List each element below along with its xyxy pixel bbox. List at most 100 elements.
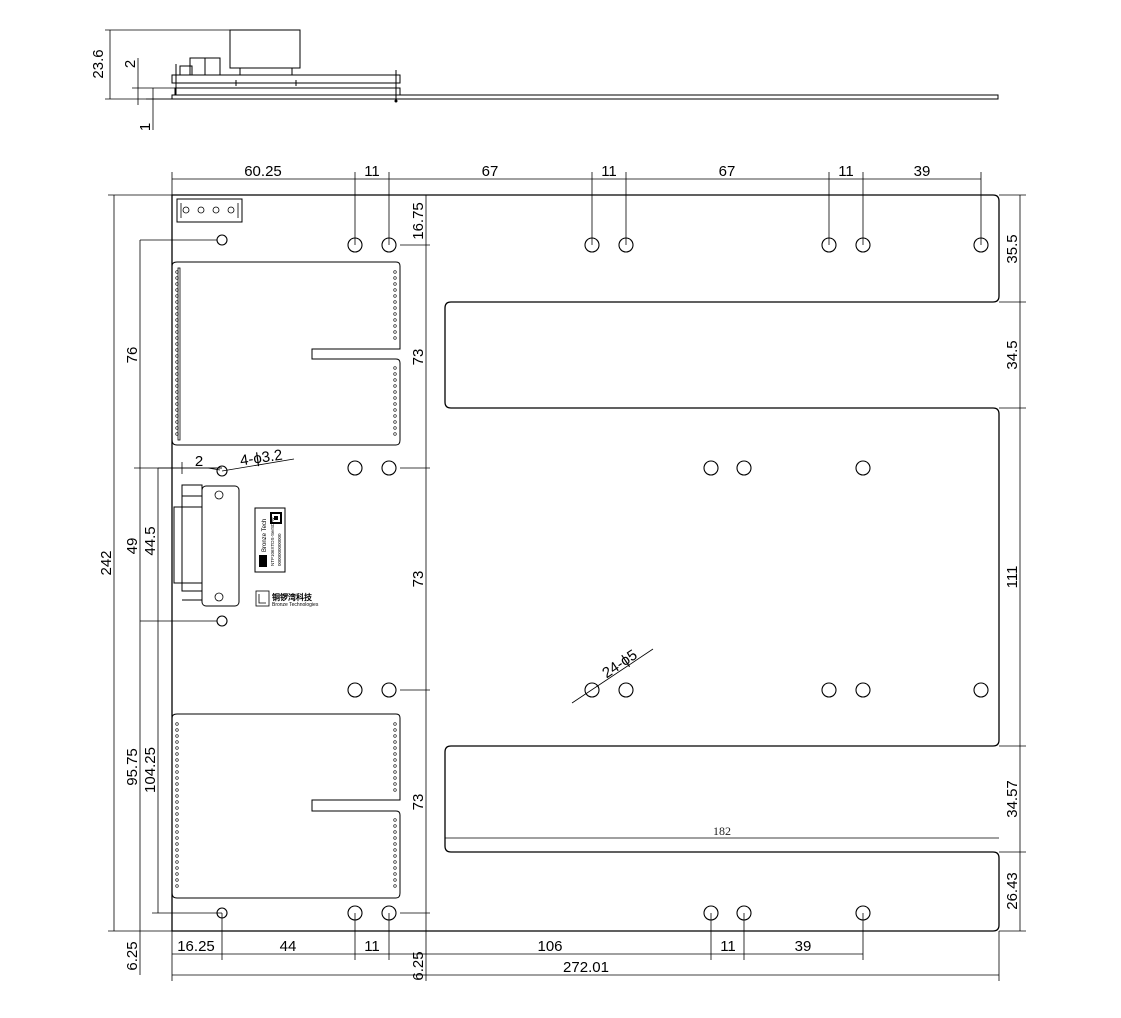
- module-pin: [393, 390, 397, 394]
- mounting-hole-small: [216, 234, 228, 246]
- side-view-lower-plate: [174, 87, 401, 96]
- module-pin: [175, 270, 179, 274]
- mounting-holes: [216, 234, 989, 921]
- module-pin: [175, 306, 179, 310]
- module-pin: [175, 812, 179, 816]
- note-small-holes: 4-ϕ3.2: [239, 447, 284, 470]
- module-pin: [175, 408, 179, 412]
- module-pin: [175, 854, 179, 858]
- module-pin: [175, 884, 179, 888]
- dim-top-6: 11: [838, 163, 854, 180]
- dim-gap: 2: [195, 453, 203, 470]
- dimensions: 60.25 11 67 11 67 11 39 16.75 73 73 73 3…: [98, 163, 1026, 981]
- module-pin: [393, 860, 397, 864]
- module-pin: [393, 306, 397, 310]
- mounting-hole-large: [736, 460, 752, 476]
- module-pin: [175, 770, 179, 774]
- module-pin: [175, 758, 179, 762]
- module-pin: [393, 758, 397, 762]
- dim-top-4: 11: [601, 163, 617, 180]
- module-pin: [175, 324, 179, 328]
- module-pin: [393, 884, 397, 888]
- module-pin: [393, 842, 397, 846]
- mounting-hole-large: [618, 682, 634, 698]
- module-pin: [393, 270, 397, 274]
- mounting-hole-large: [973, 682, 989, 698]
- module-pin: [175, 740, 179, 744]
- module-pin: [393, 432, 397, 436]
- dim-left-lower-inner: 104.25: [142, 747, 159, 793]
- dim-bottom-total: 272.01: [563, 959, 609, 976]
- dim-center-3: 73: [410, 794, 427, 811]
- module-pin: [393, 330, 397, 334]
- module-pin: [393, 402, 397, 406]
- dim-center-1: 73: [410, 349, 427, 366]
- db-connector: [173, 484, 240, 607]
- dim-slot-width: 182: [713, 824, 731, 838]
- module-pin: [175, 366, 179, 370]
- module-pin: [175, 294, 179, 298]
- module-pin: [393, 318, 397, 322]
- mounting-hole-large: [855, 460, 871, 476]
- module-pin: [175, 354, 179, 358]
- module-pin: [393, 770, 397, 774]
- module-pin: [175, 414, 179, 418]
- side-view: 23.6 2 1: [90, 29, 999, 131]
- module-pin: [393, 300, 397, 304]
- module-pin: [393, 854, 397, 858]
- mounting-hole-large: [347, 460, 363, 476]
- dim-left-connector-inner: 44.5: [142, 526, 159, 555]
- header-connector: [176, 198, 243, 223]
- module-pin: [393, 872, 397, 876]
- mounting-hole-large: [347, 682, 363, 698]
- module-pin: [393, 788, 397, 792]
- module-pin: [175, 318, 179, 322]
- module-pin: [393, 336, 397, 340]
- dim-side-upper: 2: [122, 60, 139, 68]
- module-pin: [175, 782, 179, 786]
- dim-bottom-6: 39: [795, 938, 812, 955]
- module-pin: [175, 276, 179, 280]
- mounting-hole-large: [381, 460, 397, 476]
- module-pin: [393, 746, 397, 750]
- dim-left-upper: 76: [124, 347, 141, 364]
- module-pin: [393, 312, 397, 316]
- module-pin: [393, 324, 397, 328]
- company-cn: 铜锣湾科技: [272, 592, 313, 602]
- dim-top-2: 11: [364, 163, 380, 180]
- dim-bottom-2: 44: [280, 938, 297, 955]
- module-pin: [175, 764, 179, 768]
- module-pin: [175, 842, 179, 846]
- dim-right-4: 34.57: [1004, 780, 1021, 818]
- module-pin: [393, 818, 397, 822]
- module-pin: [393, 384, 397, 388]
- dim-hole-offset: 16.75: [410, 202, 427, 240]
- module-pin: [393, 372, 397, 376]
- module-pin: [175, 390, 179, 394]
- product-label: Bronze Tech NTP106XTDS-SerSDAV 000000000…: [254, 507, 319, 608]
- dim-left-overall: 242: [98, 550, 115, 575]
- module-pin: [393, 734, 397, 738]
- dim-right-5: 26.43: [1004, 872, 1021, 910]
- label-brand: Bronze Tech: [262, 519, 268, 552]
- mounting-hole-large: [821, 682, 837, 698]
- module-pin: [393, 728, 397, 732]
- module-pin: [175, 788, 179, 792]
- module-pin: [175, 878, 179, 882]
- module-pin: [393, 288, 397, 292]
- module-pin: [175, 426, 179, 430]
- mounting-hole-large: [855, 682, 871, 698]
- company-en: Bronze Technologies: [272, 602, 319, 608]
- side-view-pcb: [171, 74, 401, 84]
- module-pin: [393, 282, 397, 286]
- dim-bottom-3: 11: [364, 938, 380, 955]
- module-pin: [175, 384, 179, 388]
- mounting-hole-large: [703, 460, 719, 476]
- dim-side-lower: 1: [137, 123, 154, 131]
- module-pin: [393, 776, 397, 780]
- module-pin: [175, 818, 179, 822]
- module-pin: [175, 300, 179, 304]
- dim-right-1: 35.5: [1004, 234, 1021, 263]
- module-pin: [175, 830, 179, 834]
